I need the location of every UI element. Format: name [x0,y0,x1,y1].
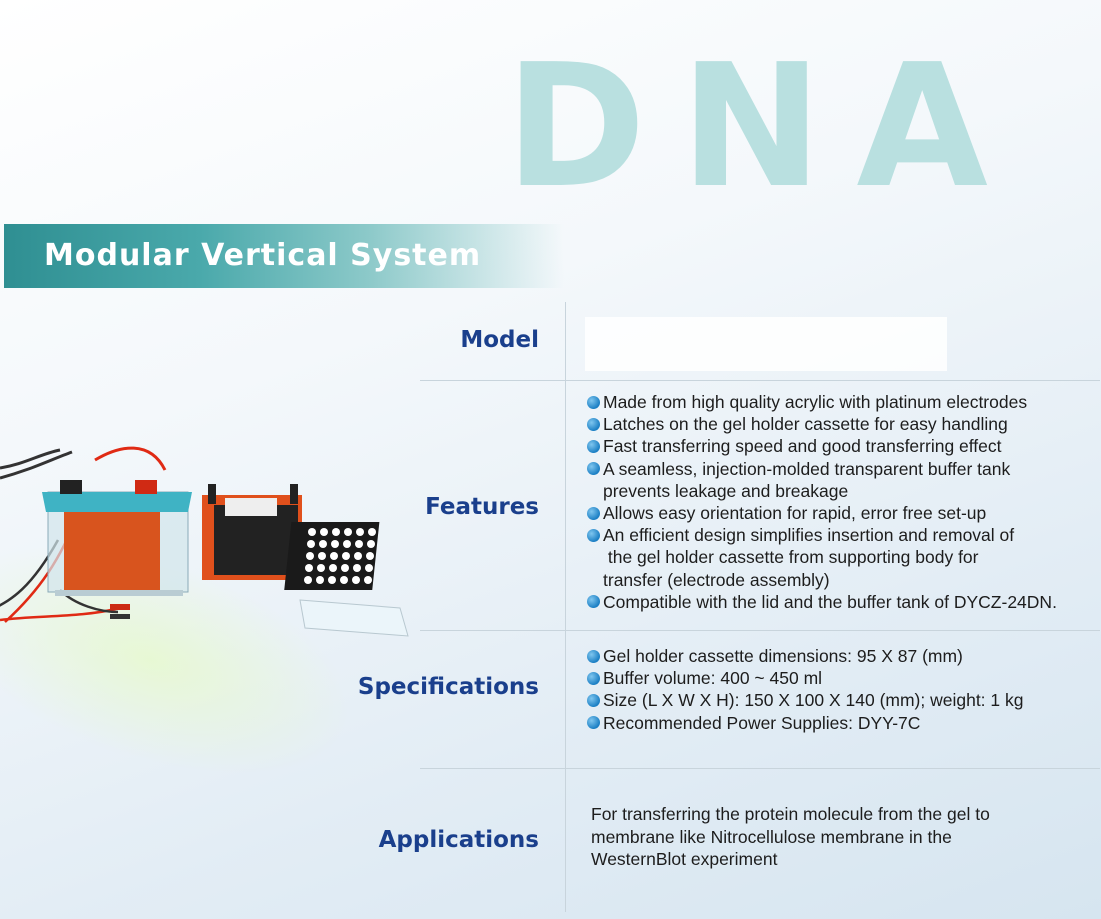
bullet-icon [587,649,600,663]
features-list: Made from high quality acrylic with plat… [586,391,1057,613]
feature-text: Allows easy orientation for rapid, error… [603,503,987,524]
bullet-icon [587,528,600,542]
feature-item: Fast transferring speed and good transfe… [586,435,1057,457]
feature-text: Fast transferring speed and good transfe… [603,436,1002,457]
specification-item: Size (L X W X H): 150 X 100 X 140 (mm); … [586,689,1024,711]
applications-text: For transferring the protein molecule fr… [591,803,1091,871]
feature-text-continuation: prevents leakage and breakage [603,480,849,501]
feature-text: Latches on the gel holder cassette for e… [603,414,1008,435]
specification-text: Buffer volume: 400 ~ 450 ml [603,668,823,689]
title-banner: Modular Vertical System [4,224,564,288]
features-label: Features [425,494,539,520]
specification-text: Recommended Power Supplies: DYY-7C [603,712,921,733]
feature-text-continuation: transfer (electrode assembly) [603,569,830,590]
table-divider-1 [420,380,1100,381]
feature-text: Made from high quality acrylic with plat… [603,392,1028,412]
feature-text: Compatible with the lid and the buffer t… [603,591,1057,612]
specifications-list: Gel holder cassette dimensions: 95 X 87 … [586,645,1024,734]
feature-item: Allows easy orientation for rapid, error… [586,502,1057,524]
product-image [0,440,420,685]
table-divider-vertical [565,302,566,912]
bullet-icon [587,506,600,520]
electrophoresis-device-illustration [0,446,409,637]
feature-text: A seamless, injection-molded transparent… [603,458,1011,479]
feature-text: An efficient design simplifies insertion… [603,525,1015,546]
bullet-icon [587,595,600,609]
model-value-box [585,317,947,371]
applications-line: WesternBlot experiment [591,849,778,869]
bullet-icon [587,716,600,730]
bullet-icon [587,671,600,685]
specification-item: Gel holder cassette dimensions: 95 X 87 … [586,645,1024,667]
banner-title: Modular Vertical System [44,238,482,273]
specifications-label: Specifications [357,674,539,700]
feature-item: Compatible with the lid and the buffer t… [586,591,1057,613]
model-label: Model [460,327,539,353]
bullet-icon [587,417,600,431]
specification-text: Size (L X W X H): 150 X 100 X 140 (mm); … [603,690,1024,711]
applications-label: Applications [378,827,539,853]
feature-text-continuation: the gel holder cassette from supporting … [603,547,979,568]
bullet-icon [587,693,600,707]
applications-line: membrane like Nitrocellulose membrane in… [591,826,952,847]
specification-item: Buffer volume: 400 ~ 450 ml [586,667,1024,689]
specification-item: Recommended Power Supplies: DYY-7C [586,712,1024,734]
feature-item: An efficient design simplifies insertion… [586,524,1057,591]
dna-watermark: DNA [505,28,1022,226]
bullet-icon [587,439,600,453]
bullet-icon [587,395,600,409]
specification-text: Gel holder cassette dimensions: 95 X 87 … [603,646,963,666]
feature-item: Made from high quality acrylic with plat… [586,391,1057,413]
feature-item: Latches on the gel holder cassette for e… [586,413,1057,435]
applications-line: For transferring the protein molecule fr… [591,804,990,824]
table-divider-2 [420,630,1100,631]
table-divider-3 [420,768,1100,769]
bullet-icon [587,462,600,476]
feature-item: A seamless, injection-molded transparent… [586,458,1057,502]
